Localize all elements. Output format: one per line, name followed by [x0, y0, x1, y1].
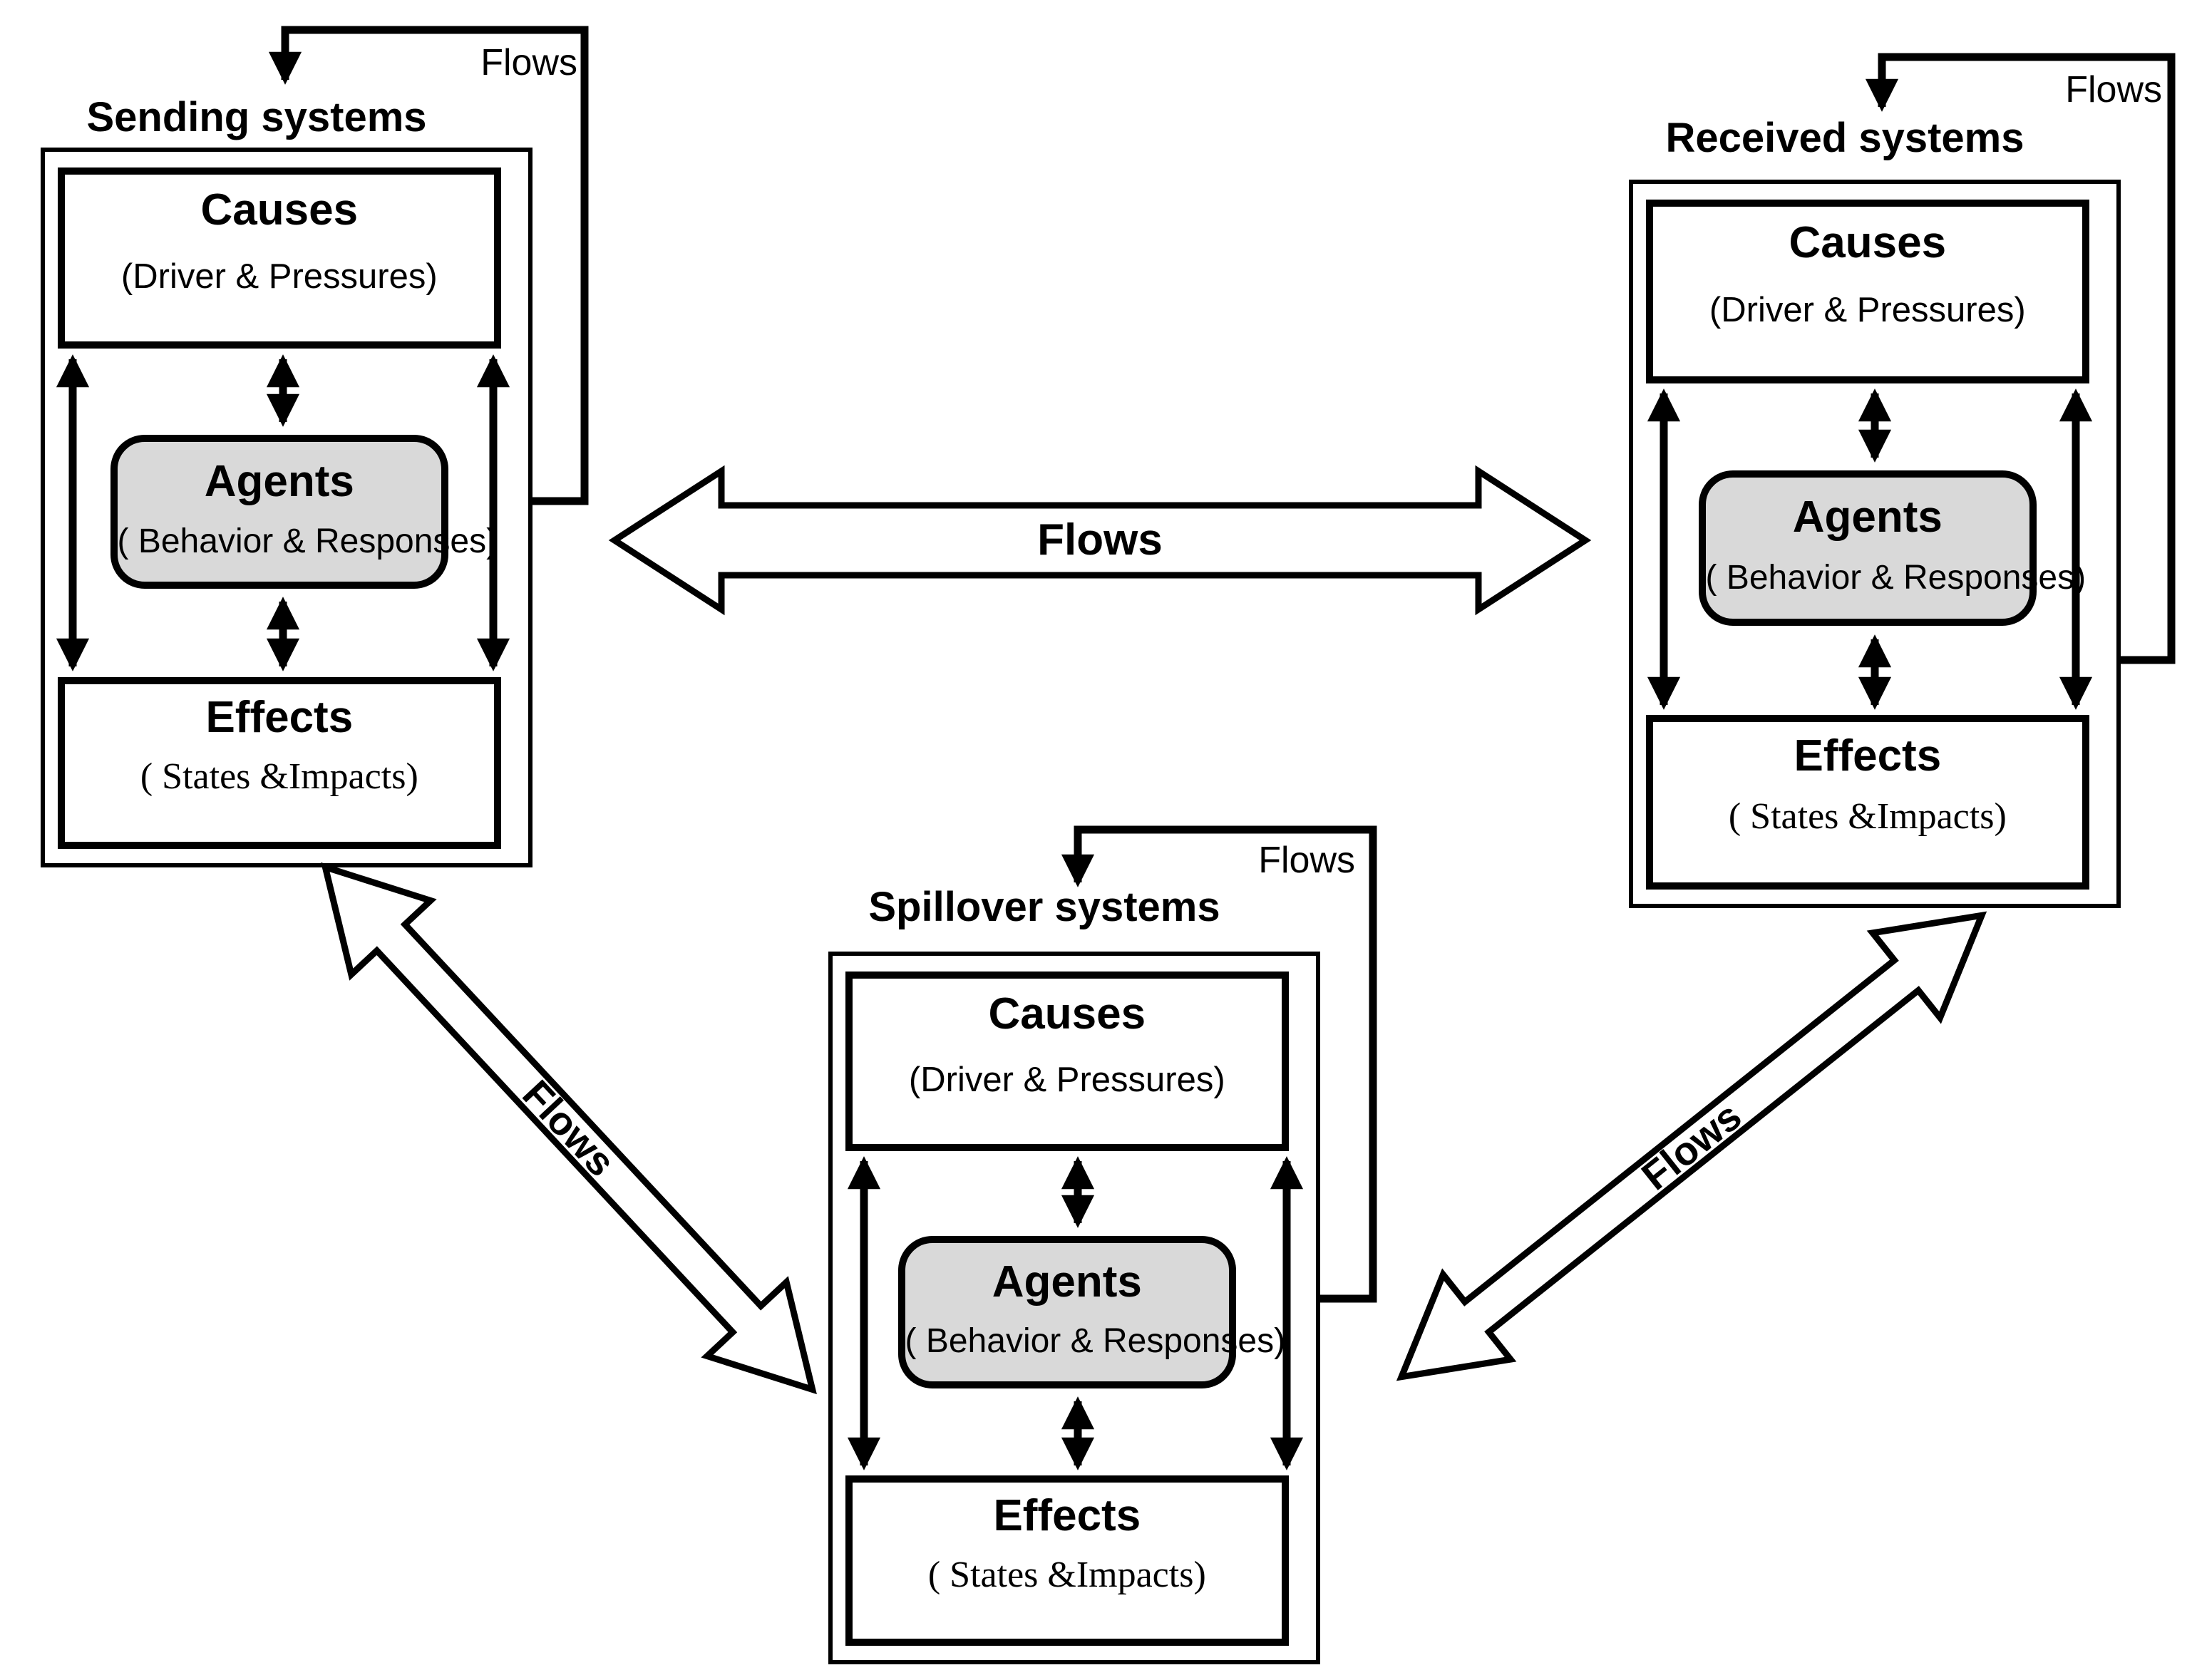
effects-box-received: Effects ( States &Impacts) [1645, 715, 2090, 890]
left-diagonal-flows-label: Flows [514, 1071, 624, 1185]
system-title-sending: Sending systems [86, 94, 427, 140]
system-box-received: Received systems Causes (Driver & Pressu… [1629, 115, 2121, 908]
effects-box-sending: Effects ( States &Impacts) [57, 676, 502, 850]
causes-box-received: Causes (Driver & Pressures) [1645, 200, 2090, 383]
causes-heading: Causes [200, 185, 359, 235]
agents-heading: Agents [204, 456, 354, 506]
loop-flows-label-spillover: Flows [1258, 840, 1355, 881]
loop-flows-label-sending: Flows [480, 42, 577, 83]
causes-box-sending: Causes (Driver & Pressures) [57, 167, 502, 349]
effects-box-spillover: Effects ( States &Impacts) [845, 1475, 1290, 1646]
effects-subtitle: ( States &Impacts) [1728, 795, 2007, 837]
right-diagonal-flows-label: Flows [1632, 1093, 1750, 1199]
agents-heading: Agents [992, 1257, 1142, 1307]
agents-box-received: Agents ( Behavior & Responses) [1698, 470, 2087, 627]
causes-box-spillover: Causes (Driver & Pressures) [845, 971, 1290, 1151]
loop-flows-label-received: Flows [2065, 69, 2162, 110]
agents-heading: Agents [1792, 492, 1943, 542]
agents-box-spillover: Agents ( Behavior & Responses) [897, 1236, 1286, 1388]
effects-subtitle: ( States &Impacts) [140, 756, 418, 798]
causes-subtitle: (Driver & Pressures) [908, 1060, 1225, 1099]
agents-subtitle: ( Behavior & Responses) [117, 522, 498, 560]
agents-box-sending: Agents ( Behavior & Responses) [110, 435, 498, 589]
system-title-spillover: Spillover systems [868, 884, 1220, 930]
effects-heading: Effects [205, 692, 354, 742]
agents-subtitle: ( Behavior & Responses) [905, 1322, 1286, 1361]
causes-subtitle: (Driver & Pressures) [120, 257, 438, 297]
effects-subtitle: ( States &Impacts) [927, 1554, 1206, 1595]
system-box-sending: Sending systems Causes (Driver & Pressur… [41, 95, 532, 867]
agents-subtitle: ( Behavior & Responses) [1705, 558, 2087, 597]
causes-heading: Causes [988, 989, 1146, 1039]
system-box-spillover: Spillover systems Causes (Driver & Press… [828, 885, 1320, 1664]
causes-subtitle: (Driver & Pressures) [1709, 290, 2026, 329]
center-flows-label: Flows [1037, 515, 1163, 565]
effects-heading: Effects [1794, 731, 1942, 780]
effects-heading: Effects [993, 1491, 1141, 1541]
system-title-received: Received systems [1665, 115, 2024, 161]
causes-heading: Causes [1789, 217, 1947, 267]
